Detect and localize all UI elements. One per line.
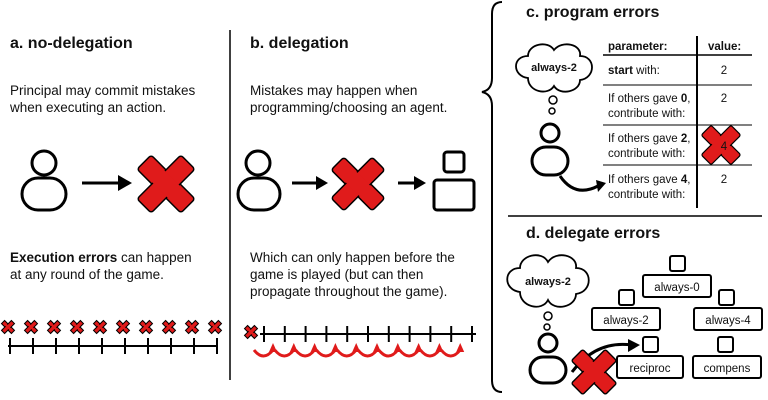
panel-a: a. no-delegation Principal may commit mi… [0,35,223,354]
small-error-cross-icon [184,319,200,335]
pointer-arrow [558,175,599,192]
panel-b-note-line3: propagate throughout the game). [250,284,447,299]
panel-d: d. delegate errors always-2 always-0 alw… [506,225,763,395]
principal-icon [236,149,282,212]
error-cross-icon [701,125,741,165]
svg-text:always-0: always-0 [654,282,699,294]
error-cross-icon [331,157,385,211]
arrow-icon [331,343,340,352]
principal-icon [528,332,568,385]
principal-icon [530,122,570,177]
svg-text:always-2: always-2 [603,315,648,327]
panel-b-note-line1: Which can only happen before the [250,250,455,265]
arrow-icon [456,343,465,352]
row-2-value: 4 [721,141,728,153]
svg-text:always-4: always-4 [705,315,751,327]
panel-b-desc-line1: Mistakes may happen when [250,83,417,98]
timeline-b [243,324,476,358]
brace [481,1,503,393]
arrow-icon [292,176,328,190]
panel-d-title: d. delegate errors [526,225,660,242]
arrow-icon [414,343,423,352]
arrow-icon [269,343,277,352]
panel-b-note-line2: game is played (but can then [250,267,423,282]
small-error-cross-icon [243,324,259,340]
panel-b: b. delegation Mistakes may happen when p… [236,35,476,358]
panel-a-desc-line1: Principal may commit mistakes [10,83,196,98]
program-table: parameter: value: start with: 2 If other… [603,36,752,208]
row-2-label-line2: contribute with: [608,148,685,160]
small-error-cross-icon [138,319,154,335]
panel-b-desc-line2: programming/choosing an agent. [250,100,447,115]
col-value-header: value: [708,41,741,53]
arrow-icon [393,343,402,352]
panel-a-note-line1: Execution errors can happen [10,250,192,265]
small-error-cross-icon [69,319,85,335]
row-2-label: If others gave 2, [608,133,690,145]
panel-a-note-line2: at any round of the game. [10,267,164,282]
thought-text: always-2 [525,276,571,288]
thought-text: always-2 [531,62,577,74]
thought-cloud-icon [506,254,590,331]
small-error-cross-icon [92,319,108,335]
arrow-icon [373,343,381,352]
small-error-cross-icon [23,319,39,335]
error-cross-icon [137,155,195,213]
col-param-header: parameter: [608,41,667,53]
agent-always-0: always-0 [642,255,712,298]
panel-a-desc-line2: when executing an action. [9,100,166,115]
arrow-icon [82,175,132,191]
agent-always-4: always-4 [693,289,763,331]
arrow-icon [310,343,319,352]
row-0-label-line2: contribute with: [608,108,685,120]
row-start-label: start with: [608,65,660,77]
panel-c-title: c. program errors [526,4,659,21]
agent-reciproc: reciproc [616,336,684,379]
agent-always-2: always-2 [591,289,661,331]
arrow-icon [398,176,426,190]
svg-text:reciproc: reciproc [630,363,671,375]
panel-b-title: b. delegation [250,35,349,52]
row-4-value: 2 [721,174,727,186]
small-error-cross-icon [115,319,131,335]
panel-a-title: a. no-delegation [10,35,133,52]
small-error-cross-icon [207,319,223,335]
arrow-icon [352,343,361,352]
arrow-icon [628,339,640,352]
panel-c: c. program errors always-2 parameter: va… [515,4,752,208]
small-error-cross-icon [46,319,62,335]
timeline-a [0,319,223,354]
svg-text:compens: compens [704,363,751,375]
agent-icon [432,150,476,212]
agent-compens: compens [692,336,762,379]
small-error-cross-icon [0,319,16,335]
arrow-icon [596,180,606,192]
arrow-icon [289,343,298,352]
arrow-icon [435,343,444,352]
row-start-value: 2 [721,65,727,77]
row-4-label-line2: contribute with: [608,189,685,201]
row-0-value: 2 [721,93,727,105]
row-0-label: If others gave 0, [608,93,690,105]
thought-cloud-icon [515,43,593,115]
row-4-label: If others gave 4, [608,174,690,186]
error-cross-icon [571,349,617,395]
principal-icon [20,149,68,212]
small-error-cross-icon [161,319,177,335]
